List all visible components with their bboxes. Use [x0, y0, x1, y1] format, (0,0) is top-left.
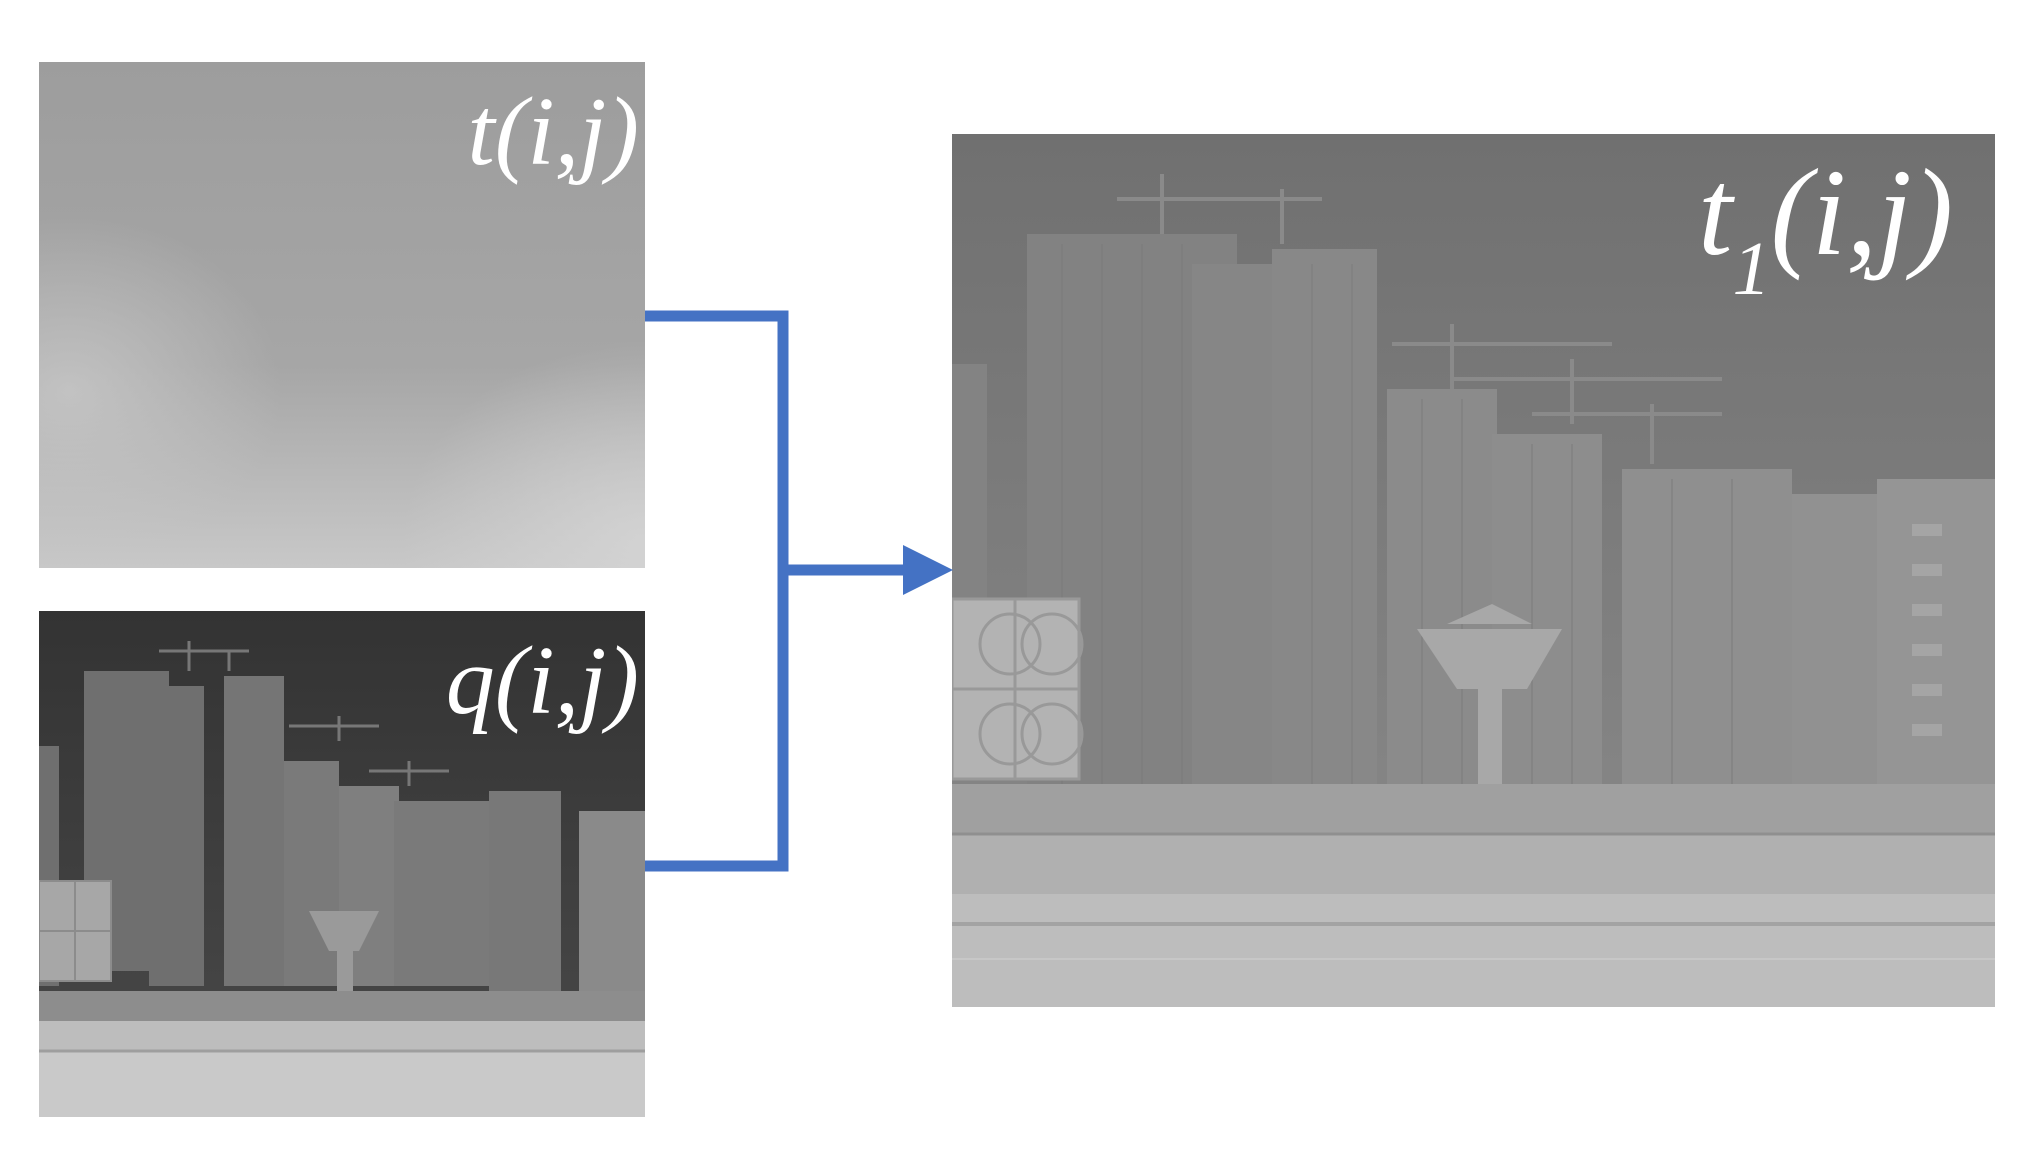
transmission-map-panel: t(i,j)	[39, 62, 645, 568]
refined-transmission-label-main: t	[1698, 144, 1733, 281]
arrow-right-icon	[903, 545, 953, 595]
refined-transmission-label: t1(i,j)	[1698, 142, 1954, 311]
transmission-map-image	[39, 62, 645, 568]
refined-transmission-image	[952, 134, 1995, 1007]
guide-image	[39, 611, 645, 1117]
guide-image-label: q(i,j)	[445, 627, 639, 735]
transmission-map-label: t(i,j)	[467, 78, 639, 186]
refined-transmission-panel: t1(i,j)	[952, 134, 1995, 1007]
merge-bracket	[645, 310, 789, 872]
refined-transmission-label-subscript: 1	[1732, 227, 1771, 311]
refined-transmission-label-rest: (i,j)	[1770, 144, 1954, 281]
guide-image-panel: q(i,j)	[39, 611, 645, 1117]
